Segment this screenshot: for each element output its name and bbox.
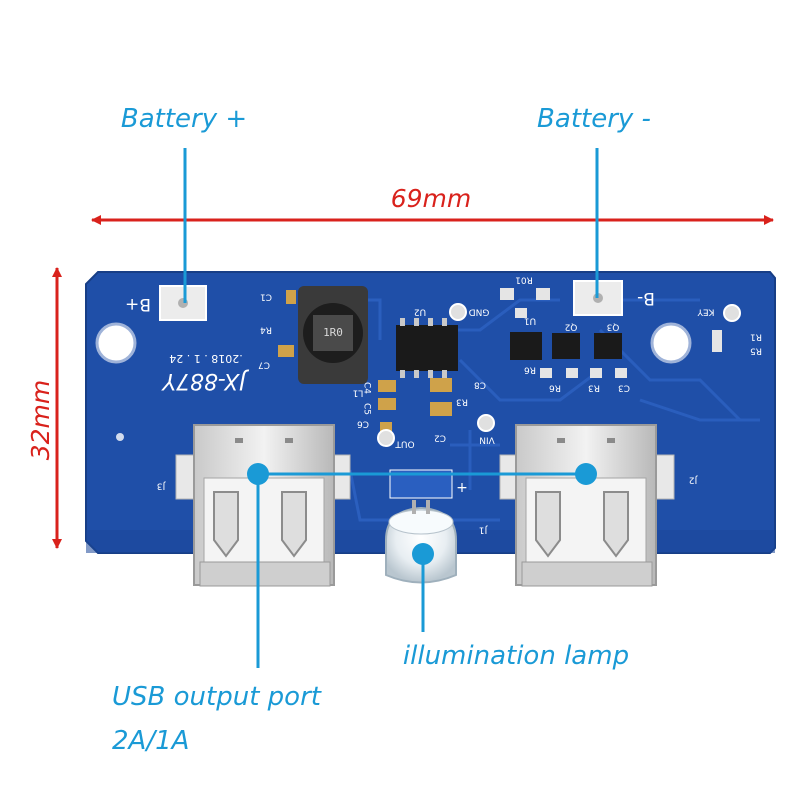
svg-text:R6: R6: [549, 383, 561, 393]
key-pad: [723, 304, 741, 322]
silkscreen: JX-887Y .2018 . 1 . 24 C1 R4 C7 L1 C4 C5…: [157, 275, 762, 535]
board-date: .2018 . 1 . 24: [169, 352, 242, 365]
usb-label-line2: 2A/1A: [112, 726, 189, 756]
usb-label-line1: USB output port: [112, 682, 322, 712]
svg-text:C5: C5: [362, 403, 372, 415]
svg-text:J1: J1: [479, 525, 488, 535]
transistor-q3: [594, 333, 622, 359]
svg-text:J3: J3: [157, 481, 166, 491]
pad-minus-label: B-: [637, 288, 655, 308]
svg-text:1R0: 1R0: [323, 326, 343, 339]
lamp-label: illumination lamp: [403, 641, 629, 671]
svg-text:C4: C4: [362, 382, 372, 394]
transistor-u1: [510, 332, 542, 360]
svg-text:R01: R01: [515, 275, 533, 285]
svg-text:C2: C2: [434, 433, 446, 443]
svg-text:U1: U1: [524, 316, 536, 326]
svg-text:R5: R5: [750, 346, 762, 356]
board-model: JX-887Y: [161, 368, 249, 393]
led-lamp: [385, 469, 457, 584]
svg-text:+: +: [456, 480, 468, 496]
transistor-q2: [552, 333, 580, 359]
svg-text:C1: C1: [260, 292, 272, 302]
width-label: 69mm: [391, 184, 472, 213]
height-label: 32mm: [26, 380, 55, 461]
svg-text:Q2: Q2: [565, 322, 578, 332]
svg-text:J2: J2: [689, 475, 698, 485]
svg-text:L1: L1: [353, 388, 364, 398]
svg-text:R3: R3: [456, 397, 468, 407]
usb-port-right: [499, 424, 675, 587]
ic-u2: [396, 318, 458, 378]
svg-text:C8: C8: [474, 380, 486, 390]
svg-text:U2: U2: [414, 307, 426, 317]
svg-text:C6: C6: [357, 419, 369, 429]
mount-hole-left: [95, 322, 137, 364]
svg-text:R1: R1: [750, 332, 762, 342]
pcb-board: B+ B- 1R0: [85, 271, 776, 587]
svg-text:KEY: KEY: [697, 307, 715, 317]
battery-minus-label: Battery -: [537, 104, 651, 134]
svg-text:R4: R4: [260, 325, 272, 335]
svg-text:C3: C3: [618, 383, 630, 393]
svg-text:C7: C7: [258, 360, 270, 370]
svg-text:VIN: VIN: [479, 435, 495, 445]
svg-text:GND: GND: [469, 307, 490, 317]
inductor-l1: 1R0: [298, 286, 368, 384]
svg-text:Q3: Q3: [607, 322, 620, 332]
svg-text:R3: R3: [588, 383, 600, 393]
pad-plus-label: B+: [125, 294, 151, 314]
battery-plus-label: Battery +: [121, 104, 247, 134]
svg-text:OUT: OUT: [395, 439, 415, 449]
mount-hole-right: [650, 322, 692, 364]
usb-port-left: [175, 424, 351, 587]
svg-text:R6: R6: [524, 365, 536, 375]
usb-right-marker: [575, 463, 597, 485]
